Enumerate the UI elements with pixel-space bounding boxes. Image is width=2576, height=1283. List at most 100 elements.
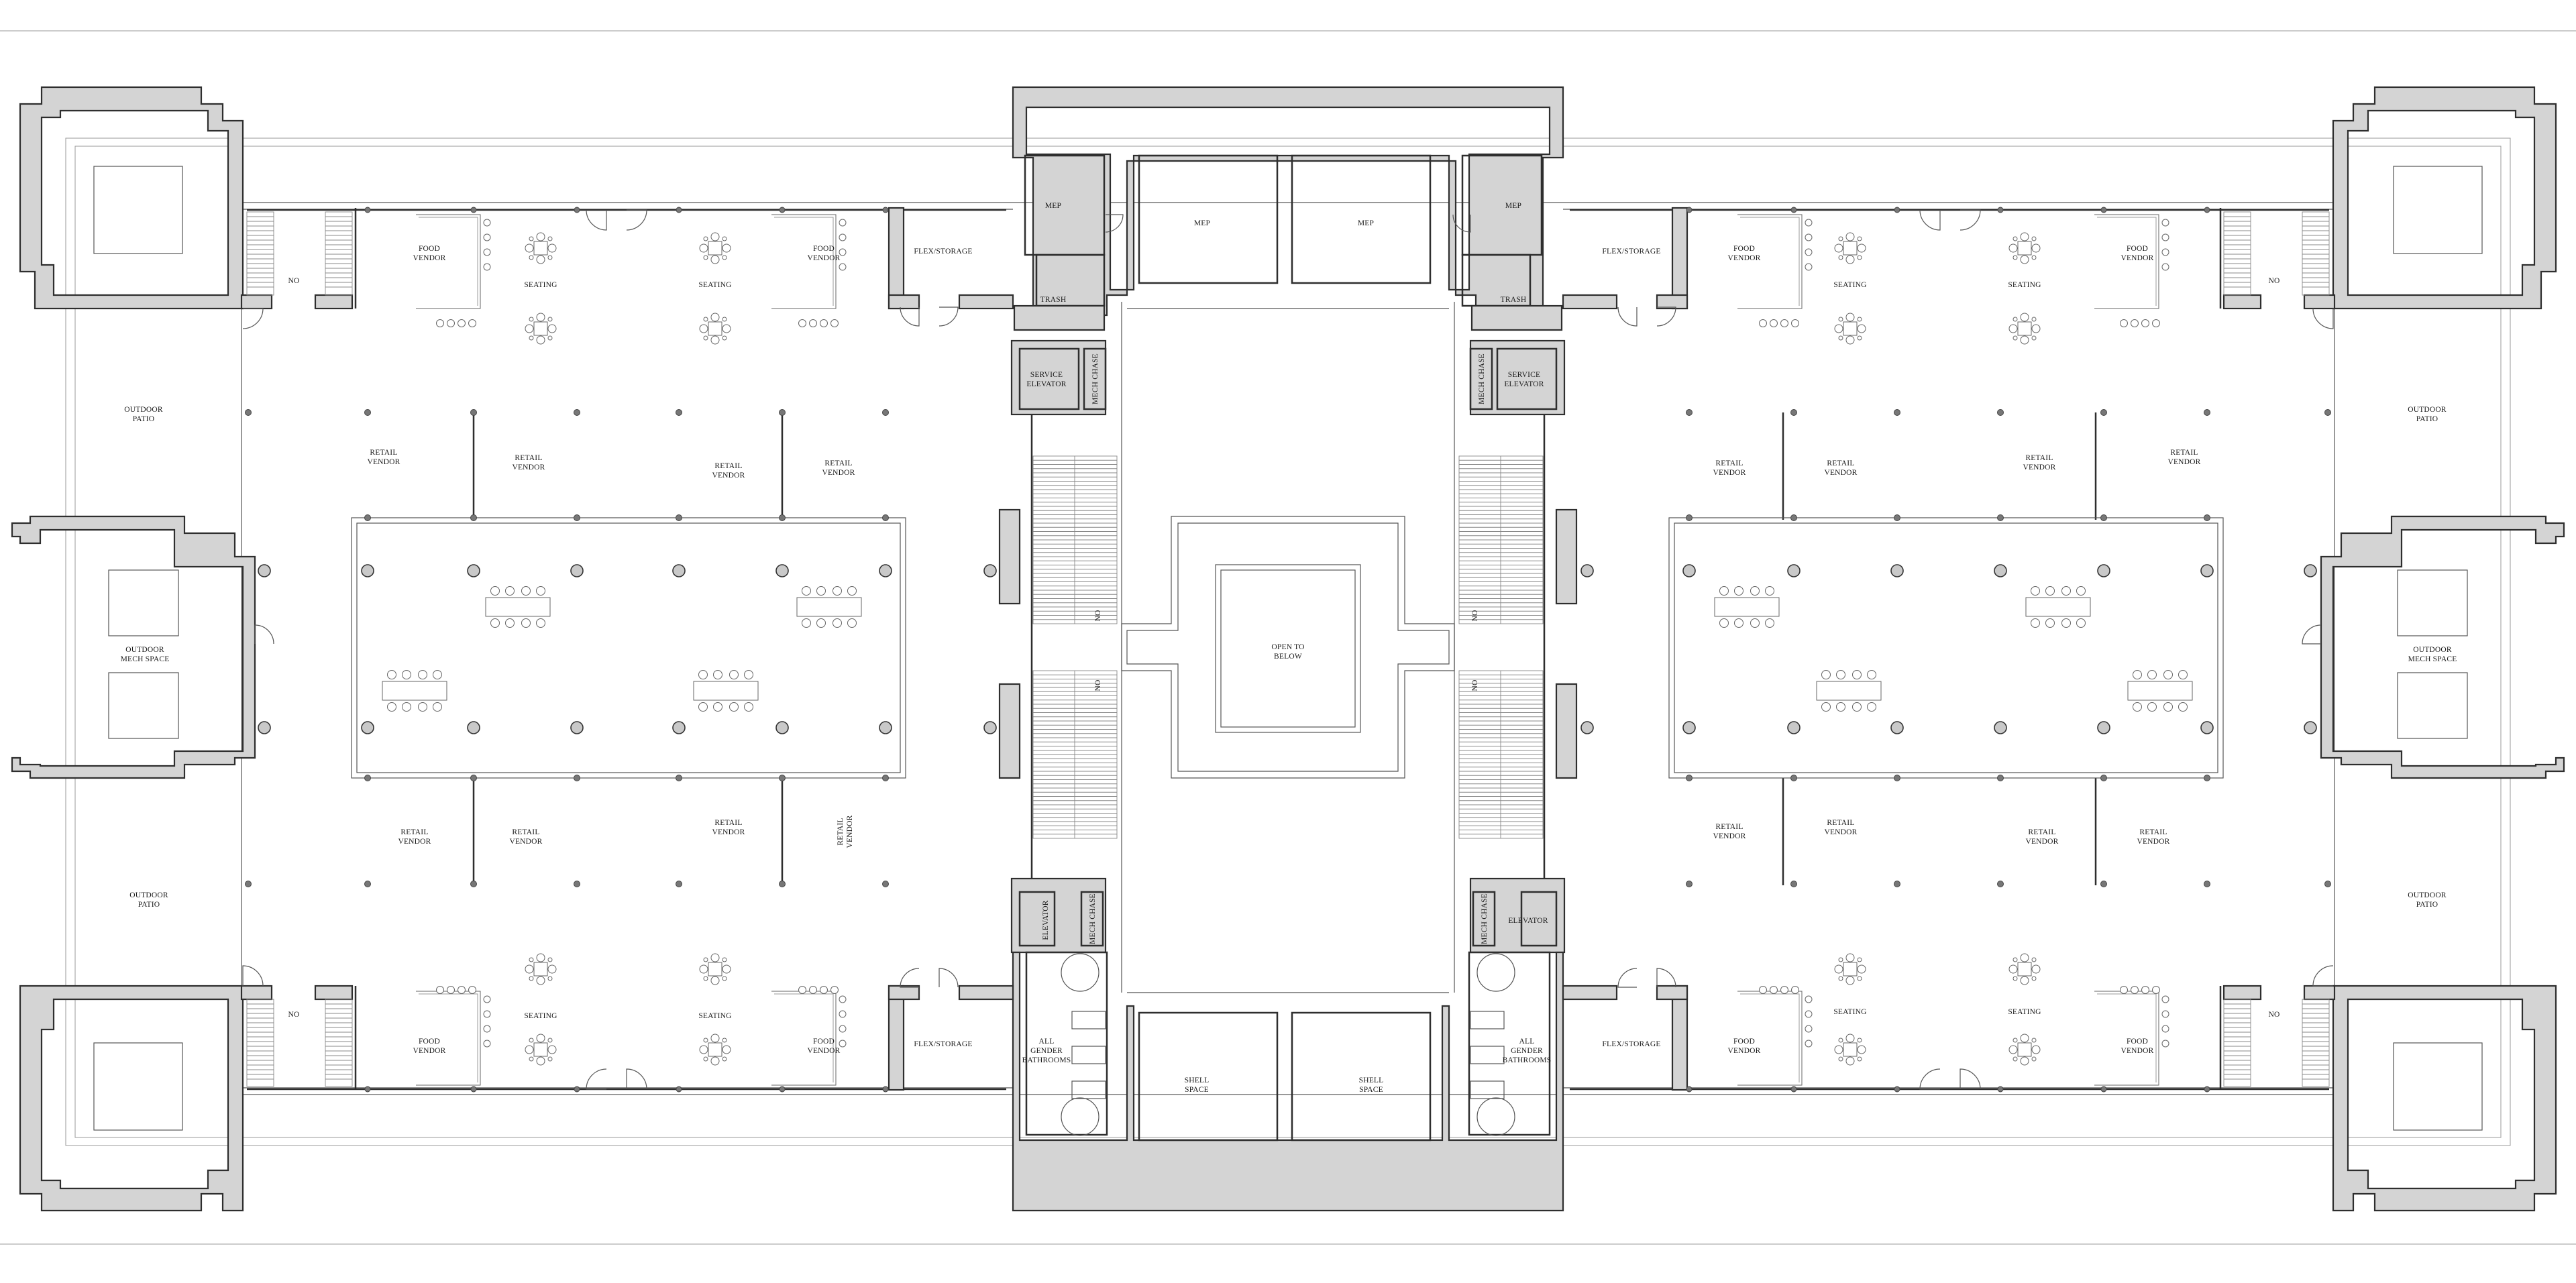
label-retail-vendor-13a: RETAIL — [1715, 823, 1743, 831]
stool — [2141, 986, 2149, 994]
table-group — [2008, 953, 2041, 985]
vendor-counter — [771, 991, 847, 1086]
label-outdoor-patio-se-2: PATIO — [2416, 901, 2438, 909]
post — [1997, 409, 2004, 416]
table-group — [699, 232, 731, 264]
door-swing — [1617, 968, 1638, 988]
door-swing — [1105, 214, 1124, 233]
stool — [436, 319, 444, 327]
label-seating-1: SEATING — [524, 281, 557, 289]
label-mep-4: MEP — [1505, 202, 1521, 210]
label-outdoor-mech-w-1: OUTDOOR — [125, 646, 164, 654]
vendor-counter — [771, 214, 847, 309]
post — [1997, 881, 2004, 887]
column — [2097, 564, 2110, 577]
column — [1890, 564, 1904, 577]
table-group — [2008, 313, 2041, 345]
end-stairs — [240, 208, 2336, 1090]
door-swing — [626, 1068, 647, 1090]
label-bathrooms-w-2: GENDER — [1030, 1047, 1063, 1055]
stair-marker-ne: NO — [2268, 277, 2279, 285]
label-bathrooms-w-3: BATHROOMS — [1022, 1056, 1071, 1064]
post — [676, 881, 682, 887]
label-retail-vendor-5b: VENDOR — [1713, 469, 1746, 477]
stool — [2131, 319, 2139, 327]
label-retail-vendor-2a: RETAIL — [515, 454, 542, 462]
table-group — [699, 953, 731, 985]
post — [882, 409, 889, 416]
label-mep-1: MEP — [1045, 202, 1061, 210]
post — [1997, 775, 2004, 781]
label-food-vendor-5b: VENDOR — [413, 1047, 445, 1055]
column — [1994, 721, 2007, 734]
court-east — [1668, 517, 2224, 779]
stool — [2141, 319, 2149, 327]
column — [1580, 721, 1594, 734]
door-swing — [1960, 209, 1981, 231]
post — [779, 409, 786, 416]
column — [2304, 721, 2317, 734]
post — [1686, 881, 1693, 887]
label-mech-chase-nw: MECH CHASE — [1091, 353, 1099, 404]
door-swing — [254, 624, 274, 645]
label-mep-3: MEP — [1358, 219, 1374, 227]
label-retail-vendor-10a: RETAIL — [512, 828, 539, 836]
label-retail-vendor-12b: VENDOR — [846, 815, 854, 848]
label-seating-4: SEATING — [2008, 281, 2041, 289]
table-group — [2008, 1034, 2041, 1066]
label-retail-vendor-6a: RETAIL — [1827, 459, 1854, 467]
post — [1790, 775, 1797, 781]
label-seating-8: SEATING — [2008, 1008, 2041, 1016]
column — [467, 564, 480, 577]
stool — [2131, 986, 2139, 994]
label-outdoor-patio-sw-2: PATIO — [138, 901, 160, 909]
corner-tower-se — [2332, 985, 2557, 1212]
column — [672, 721, 686, 734]
central-core-north — [1012, 86, 1564, 331]
column — [2200, 721, 2214, 734]
post — [882, 775, 889, 781]
label-food-vendor-6a: FOOD — [813, 1038, 835, 1046]
post — [574, 514, 580, 521]
label-outdoor-mech-e-2: MECH SPACE — [2408, 655, 2457, 663]
escalator-marker-4: NO — [1471, 679, 1479, 691]
label-food-vendor-2a: FOOD — [813, 245, 835, 253]
post — [1894, 409, 1900, 416]
label-outdoor-patio-nw-2: PATIO — [133, 415, 155, 423]
post — [1894, 207, 1900, 213]
court-west — [351, 517, 906, 779]
retail-partitions — [472, 412, 2097, 885]
post — [1790, 207, 1797, 213]
column — [1682, 564, 1696, 577]
label-retail-vendor-15a: RETAIL — [2028, 828, 2055, 836]
post — [2100, 881, 2107, 887]
post — [882, 514, 889, 521]
stool — [2120, 319, 2128, 327]
label-retail-vendor-16b: VENDOR — [2137, 838, 2169, 846]
label-outdoor-mech-e-1: OUTDOOR — [2413, 646, 2452, 654]
post — [2100, 1086, 2107, 1093]
door-swing — [2302, 624, 2322, 645]
label-seating-2: SEATING — [698, 281, 731, 289]
label-bathrooms-e-2: GENDER — [1511, 1047, 1543, 1055]
post — [2204, 514, 2210, 521]
post — [1790, 514, 1797, 521]
stool — [2120, 986, 2128, 994]
label-food-vendor-8b: VENDOR — [2121, 1047, 2153, 1055]
post — [779, 514, 786, 521]
label-elevator-west: ELEVATOR — [1042, 900, 1050, 940]
long-table — [485, 586, 551, 628]
label-flex-storage-ne: FLEX/STORAGE — [1602, 247, 1660, 256]
door-swing — [2312, 965, 2334, 987]
table-group — [699, 313, 731, 345]
post — [779, 775, 786, 781]
door-swing — [1617, 306, 1638, 327]
table-group — [525, 953, 557, 985]
label-elevator-east: ELEVATOR — [1508, 917, 1548, 925]
long-table — [693, 670, 759, 712]
site-boundary — [0, 30, 2576, 1245]
table-group — [1834, 1034, 1866, 1066]
atrium-opening — [1121, 516, 1455, 779]
label-retail-vendor-7a: RETAIL — [2025, 454, 2053, 462]
stool — [436, 986, 444, 994]
